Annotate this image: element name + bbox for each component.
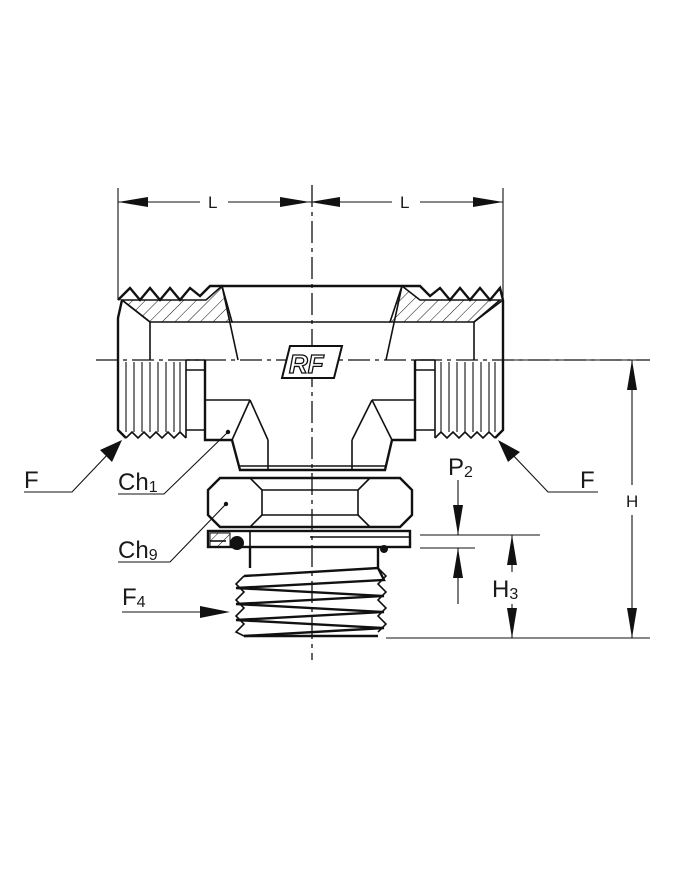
label-f-right: F <box>580 467 595 494</box>
leader-ch1: Ch1 <box>118 429 231 496</box>
label-f-left: F <box>24 467 39 494</box>
rf-logo-text: RF <box>289 349 325 379</box>
washer-and-o-ring <box>206 529 412 553</box>
label-ch9: Ch9 <box>118 537 158 564</box>
leader-f4: F4 <box>122 584 230 618</box>
label-l-right: L <box>400 193 409 212</box>
left-port-thread <box>116 359 205 440</box>
label-p2: P2 <box>448 454 473 481</box>
label-f4: F4 <box>122 584 146 611</box>
stud-thread <box>234 547 388 638</box>
dimension-h: H <box>386 359 650 639</box>
tee-body <box>116 284 505 472</box>
label-l-left: L <box>208 193 217 212</box>
right-port-thread <box>415 359 505 440</box>
rf-logo: RF <box>280 345 344 380</box>
dimension-l: L L <box>117 188 504 300</box>
leader-f-right: F <box>498 440 598 494</box>
label-h3: H3 <box>492 576 518 603</box>
dimension-h3: H3 <box>420 534 540 638</box>
hex-nut-ch9 <box>206 476 414 529</box>
leader-f-left: F <box>24 440 122 494</box>
leader-ch9: Ch9 <box>118 501 229 564</box>
label-ch1: Ch1 <box>118 469 158 496</box>
dimension-p2: P2 <box>420 454 475 604</box>
label-h: H <box>626 492 638 511</box>
